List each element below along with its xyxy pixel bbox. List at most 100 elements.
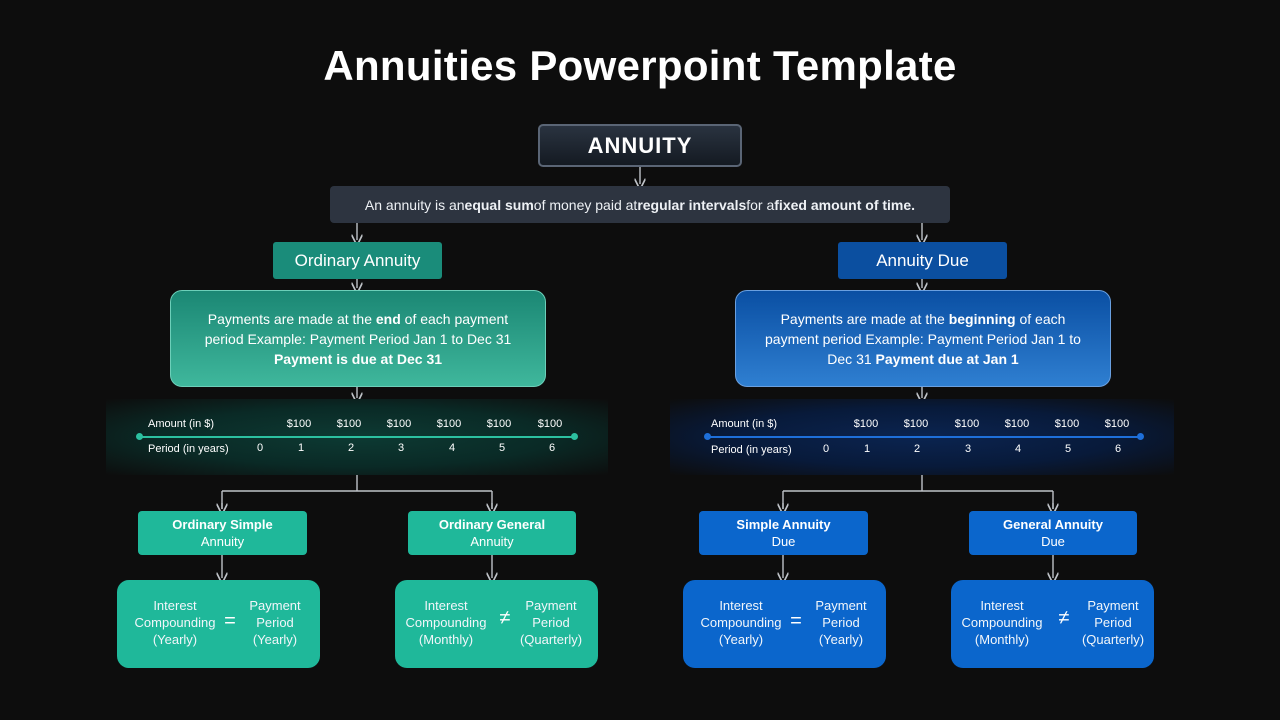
desc-text: of each payment period Example: Payment …: [204, 310, 512, 347]
timeline-end-dot: [1137, 433, 1144, 440]
timeline-end-dot: [571, 433, 578, 440]
desc-bold: beginning: [948, 310, 1016, 327]
definition-box: An annuity is an equal sum of money paid…: [330, 186, 950, 223]
timeline-period: 1: [297, 442, 305, 454]
equals-icon: =: [224, 610, 236, 632]
timeline-period: 5: [1064, 443, 1072, 455]
payment-period-label: Payment Period (Quarterly): [513, 597, 589, 648]
definition-bold-2: regular intervals: [637, 196, 747, 213]
sub-subtitle: Annuity: [200, 534, 245, 549]
desc-text: Payments are made at the: [780, 310, 949, 327]
timeline-period: 1: [863, 443, 871, 455]
ordinary-annuity-timeline: Amount (in $) Period (in years) $100 $10…: [106, 399, 608, 475]
timeline-amount: $100: [903, 418, 929, 430]
not-equal-icon: ≠: [1058, 607, 1070, 629]
detail-line: Compounding: [405, 615, 487, 630]
desc-bold: Payment is due at Dec 31: [273, 350, 443, 367]
desc-text: Payments are made at the: [207, 310, 376, 327]
interest-compounding-label: Interest Compounding (Monthly): [400, 597, 492, 648]
desc-bold: end: [375, 310, 401, 327]
detail-line: Payment: [815, 598, 867, 613]
timeline-period: 6: [548, 442, 556, 454]
timeline-period: 4: [1014, 443, 1022, 455]
sub-title: Ordinary Simple: [172, 517, 273, 532]
detail-line: (Yearly): [718, 632, 764, 647]
detail-line: Period: [822, 615, 860, 630]
definition-bold-3: fixed amount of time.: [774, 196, 916, 213]
ordinary-general-annuity-box: Ordinary General Annuity: [408, 511, 576, 555]
timeline-amount: $100: [436, 418, 462, 430]
payment-period-label: Payment Period (Yearly): [805, 597, 877, 648]
detail-line: Payment: [249, 598, 301, 613]
ordinary-general-detail-box: Interest Compounding (Monthly) ≠ Payment…: [395, 580, 598, 668]
timeline-amount-label: Amount (in $): [148, 418, 215, 430]
timeline-start-dot: [136, 433, 143, 440]
definition-bold-1: equal sum: [464, 196, 534, 213]
definition-text-2: of money paid at: [533, 196, 638, 213]
interest-compounding-label: Interest Compounding (Yearly): [695, 597, 787, 648]
detail-line: (Monthly): [974, 632, 1030, 647]
sub-title: Simple Annuity: [736, 517, 831, 532]
timeline-period: 0: [822, 443, 830, 455]
timeline-period: 6: [1114, 443, 1122, 455]
timeline-amount: $100: [1054, 418, 1080, 430]
timeline-axis: [706, 436, 1142, 438]
sub-title: Ordinary General: [438, 517, 546, 532]
detail-line: Compounding: [134, 615, 216, 630]
detail-line: Period: [256, 615, 294, 630]
timeline-amount: $100: [954, 418, 980, 430]
timeline-period: 5: [498, 442, 506, 454]
desc-bold: Payment due at Jan 1: [875, 350, 1019, 367]
detail-line: Interest: [424, 598, 468, 613]
connector-right-split: [782, 475, 1054, 509]
general-annuity-due-detail-box: Interest Compounding (Monthly) ≠ Payment…: [951, 580, 1154, 668]
definition-text-1: An annuity is an: [364, 196, 465, 213]
detail-line: Interest: [153, 598, 197, 613]
timeline-period: 4: [448, 442, 456, 454]
sub-subtitle: Due: [771, 534, 796, 549]
detail-line: Period: [1094, 615, 1132, 630]
timeline-amount: $100: [336, 418, 362, 430]
sub-subtitle: Annuity: [470, 534, 514, 549]
interest-compounding-label: Interest Compounding (Monthly): [956, 597, 1048, 648]
timeline-period-label: Period (in years): [711, 444, 792, 456]
timeline-amount: $100: [1004, 418, 1030, 430]
connector-left-split: [221, 475, 493, 509]
timeline-amount: $100: [386, 418, 412, 430]
payment-period-label: Payment Period (Yearly): [239, 597, 311, 648]
payment-period-label: Payment Period (Quarterly): [1075, 597, 1151, 648]
general-annuity-due-box: General Annuity Due: [969, 511, 1137, 555]
timeline-period-label: Period (in years): [148, 443, 229, 455]
detail-line: (Quarterly): [1081, 632, 1145, 647]
sub-subtitle: Due: [1041, 534, 1065, 549]
simple-annuity-due-box: Simple Annuity Due: [699, 511, 868, 555]
ordinary-annuity-heading: Ordinary Annuity: [273, 242, 442, 279]
desc-text: of each payment period Example: Payment …: [765, 310, 1081, 367]
not-equal-icon: ≠: [499, 607, 511, 629]
detail-line: Compounding: [961, 615, 1043, 630]
annuity-due-description-text: Payments are made at the beginning of ea…: [758, 309, 1088, 369]
timeline-axis: [138, 436, 576, 438]
annuity-due-description: Payments are made at the beginning of ea…: [735, 290, 1111, 387]
detail-line: Period: [532, 615, 570, 630]
detail-line: Interest: [980, 598, 1024, 613]
timeline-amount: $100: [1104, 418, 1130, 430]
equals-icon: =: [790, 610, 802, 632]
timeline-amount: $100: [853, 418, 879, 430]
timeline-amount-label: Amount (in $): [711, 418, 778, 430]
page-title: Annuities Powerpoint Template: [323, 42, 957, 89]
annuity-due-heading: Annuity Due: [838, 242, 1007, 279]
definition-text-3: for a: [746, 196, 775, 213]
detail-line: (Yearly): [252, 632, 298, 647]
interest-compounding-label: Interest Compounding (Yearly): [129, 597, 221, 648]
detail-line: Payment: [525, 598, 577, 613]
detail-line: Interest: [719, 598, 763, 613]
detail-line: Payment: [1087, 598, 1139, 613]
detail-line: Compounding: [700, 615, 782, 630]
simple-annuity-due-detail-box: Interest Compounding (Yearly) = Payment …: [683, 580, 886, 668]
timeline-amount: $100: [537, 418, 563, 430]
annuity-due-timeline: Amount (in $) Period (in years) $100 $10…: [670, 399, 1174, 475]
timeline-amount: $100: [486, 418, 512, 430]
ordinary-simple-detail-box: Interest Compounding (Yearly) = Payment …: [117, 580, 320, 668]
